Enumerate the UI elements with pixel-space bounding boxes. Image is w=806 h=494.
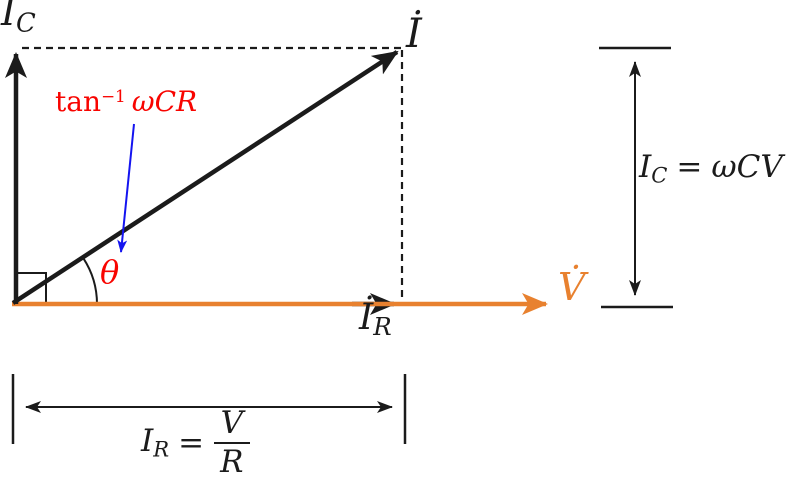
v-phasor-label: V̇ <box>558 268 585 306</box>
ir-equation-lhs-group: IR <box>141 423 170 462</box>
right-angle-mark <box>16 272 47 304</box>
ir-phasor-subscript: R <box>373 312 392 342</box>
i-phasor-arrow <box>11 50 399 305</box>
ir-equation-lhs: I <box>141 423 154 460</box>
ic-equation-lhs-subscript: C <box>651 162 668 188</box>
ic-phasor-subscript: C <box>16 8 36 39</box>
v-phasor-symbol: V̇ <box>558 265 586 309</box>
ic-equation-rhs: ωCV <box>711 149 783 185</box>
ic-equation-equals: = <box>676 149 703 185</box>
ir-equation-denominator: R <box>220 444 244 480</box>
ic-equation: IC =ωCV <box>639 149 783 188</box>
i-phasor-label: İ <box>406 14 422 54</box>
ic-equation-lhs: I <box>639 149 652 185</box>
ir-equation-numerator: V <box>213 408 250 444</box>
formula-pointer-arrow <box>117 123 135 253</box>
angle-formula-exponent: −1 <box>100 86 126 106</box>
i-phasor-symbol: İ <box>406 11 422 57</box>
angle-formula-fn: tan <box>55 85 101 119</box>
theta-symbol: θ <box>100 253 120 291</box>
ic-phasor-symbol: İ <box>1 0 17 34</box>
theta-label: θ <box>100 256 119 288</box>
ic-phasor-label: İC <box>1 0 36 37</box>
ir-phasor-symbol: İ <box>359 297 374 338</box>
angle-formula-argument: ωCR <box>131 85 198 119</box>
theta-angle-arc <box>82 257 98 305</box>
ir-equation-equals: = <box>178 424 205 461</box>
ir-equation-lhs-subscript: R <box>153 436 170 462</box>
ir-phasor-label: İR <box>359 300 392 340</box>
